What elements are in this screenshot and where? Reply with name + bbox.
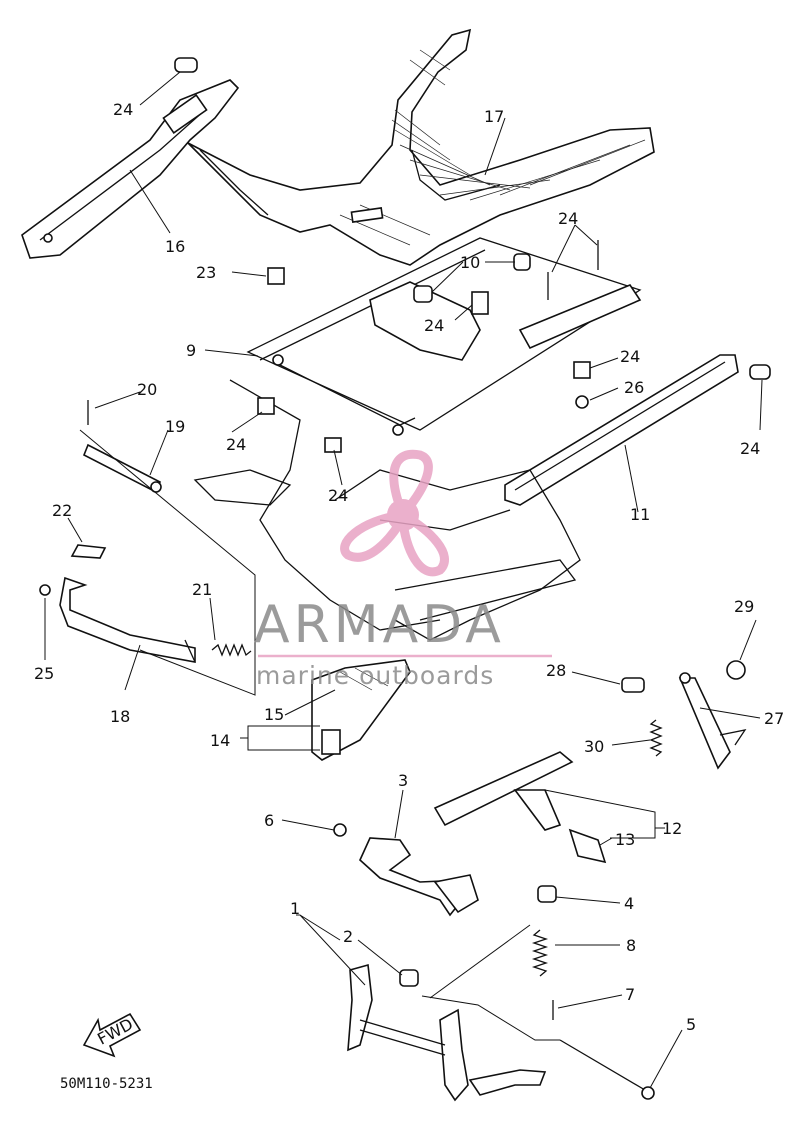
callout-10: 10	[460, 253, 480, 272]
callout-32: 29	[734, 597, 754, 616]
callout-23: 23	[196, 263, 216, 282]
washer-29	[575, 395, 589, 409]
callout-8: 8	[626, 936, 636, 955]
callout-24: 24	[113, 100, 133, 119]
callout-17: 17	[484, 107, 504, 126]
armada-watermark: ARMADA marine outboards	[254, 449, 552, 690]
fwd-arrow: FWD	[82, 1012, 142, 1058]
bolt-4	[537, 885, 557, 903]
callout-33: 30	[584, 737, 604, 756]
sidestand-30	[678, 672, 747, 770]
bolt-25	[471, 291, 489, 315]
nut-6	[333, 823, 347, 837]
callout-30: 27	[764, 709, 784, 728]
bolt-23	[267, 267, 285, 285]
leader-lines	[44, 71, 763, 1089]
bolt-24-mid	[257, 397, 275, 415]
callout-26: 24	[620, 347, 640, 366]
rod-5	[559, 1039, 655, 1100]
watermark-brand: ARMADA	[254, 595, 505, 655]
callout-19: 19	[165, 417, 185, 436]
nut-10	[513, 253, 531, 271]
right-footrest-12	[433, 751, 607, 864]
callout-numbers: 24 16 17 23 10 24 24 9 24 26 20 19 24 24…	[34, 100, 784, 1034]
bolt-24-right	[749, 364, 771, 380]
rod-19	[82, 443, 162, 494]
callout-3: 3	[398, 771, 408, 790]
callout-4: 4	[624, 894, 634, 913]
callout-9: 9	[186, 341, 196, 360]
watermark-tagline: marine outboards	[256, 661, 494, 690]
bolt-24-top	[174, 57, 198, 73]
propeller-logo-icon	[340, 449, 449, 577]
callout-16: 16	[165, 237, 185, 256]
spring-21	[211, 643, 252, 657]
brake-pedal-18	[59, 576, 196, 663]
callout-29: 26	[624, 378, 644, 397]
plate-22	[70, 544, 107, 559]
bolt-31	[621, 677, 645, 693]
callout-15: 15	[264, 705, 284, 724]
spring-8	[531, 929, 549, 977]
callout-21: 21	[192, 580, 212, 599]
callout-28: 25	[34, 664, 54, 683]
left-footrest-14	[311, 659, 411, 761]
propeller-hub	[387, 499, 419, 531]
callout-2: 2	[343, 927, 353, 946]
callout-25: 24	[424, 316, 444, 335]
callout-20: 20	[137, 380, 157, 399]
nut-32	[726, 660, 746, 680]
callout-14: 14	[210, 731, 230, 750]
stand-bracket-3	[359, 837, 479, 917]
callout-24: 24	[740, 439, 760, 458]
callout-11: 11	[630, 505, 650, 524]
drawing-code: 50M110-5231	[60, 1076, 153, 1092]
bolt-2	[399, 969, 419, 987]
right-side-rail-11	[504, 284, 739, 506]
callout-13: 13	[615, 830, 635, 849]
callout-5: 5	[686, 1015, 696, 1034]
callout-24: 24	[226, 435, 246, 454]
bolt-24-lower	[324, 437, 342, 453]
callout-24: 24	[328, 486, 348, 505]
spring-33	[649, 719, 663, 757]
fasteners	[39, 57, 771, 1020]
callout-27: 24	[558, 209, 578, 228]
main-stand-1	[347, 963, 547, 1102]
callout-1: 1	[290, 899, 300, 918]
callout-22: 22	[52, 501, 72, 520]
main-frame-tubes	[193, 379, 581, 641]
callout-31: 28	[546, 661, 566, 680]
callout-6: 6	[264, 811, 274, 830]
callout-7: 7	[625, 985, 635, 1004]
left-side-rail-16	[21, 79, 240, 259]
bolt-26	[573, 361, 591, 379]
nut-28	[39, 584, 51, 596]
nut-10b	[413, 285, 433, 303]
callout-18: 18	[110, 707, 130, 726]
footboard-panel-17	[187, 28, 655, 266]
callout-12: 12	[662, 819, 682, 838]
